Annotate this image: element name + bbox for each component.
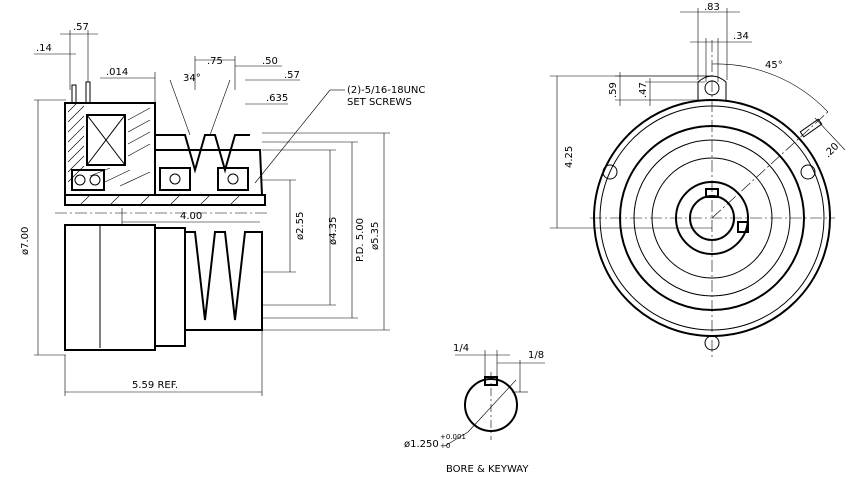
dim-dia700: ø7.00 bbox=[20, 227, 31, 255]
dim-tol-zero: +0 bbox=[440, 442, 450, 450]
terminal-lead-front bbox=[799, 118, 823, 138]
bearing-left bbox=[71, 169, 105, 191]
pulley-lower bbox=[185, 231, 263, 331]
coil-cross-b bbox=[86, 114, 126, 166]
dim-pd500: P.D. 5.00 bbox=[355, 218, 366, 262]
bearing-ball bbox=[227, 173, 239, 185]
dim-034: .34 bbox=[733, 31, 749, 42]
dim-059: .59 bbox=[608, 82, 619, 98]
dim-45deg: 45° bbox=[765, 60, 783, 71]
dim-083: .83 bbox=[704, 2, 720, 13]
dim-34deg: 34° bbox=[183, 73, 201, 84]
dim-dia255: ø2.55 bbox=[295, 212, 306, 240]
dim-400: 4.00 bbox=[180, 211, 202, 222]
setscrew-hole bbox=[737, 221, 749, 233]
clutch-housing bbox=[64, 102, 156, 196]
hub-band bbox=[64, 194, 266, 206]
coil-pocket bbox=[86, 114, 126, 166]
housing-lower bbox=[64, 224, 156, 351]
dim-057: .57 bbox=[73, 22, 89, 33]
housing-hatch bbox=[67, 101, 151, 187]
dim-425: 4.25 bbox=[564, 146, 575, 168]
dim-dia535: ø5.35 bbox=[370, 222, 381, 250]
bore-keyway-caption: BORE & KEYWAY bbox=[446, 464, 529, 475]
dim-0014: .014 bbox=[106, 67, 128, 78]
dim-0635: .635 bbox=[266, 93, 288, 104]
terminal-lead bbox=[85, 81, 91, 104]
dim-050: .50 bbox=[262, 56, 278, 67]
terminal-lead bbox=[71, 84, 77, 104]
bearing-right bbox=[217, 167, 249, 191]
dim-559-ref: 5.59 REF. bbox=[132, 380, 178, 391]
centerline-45 bbox=[711, 109, 831, 219]
dim-057b: .57 bbox=[284, 70, 300, 81]
bearing-mid bbox=[159, 167, 191, 191]
dim-014: .14 bbox=[36, 43, 52, 54]
front-view: .83 .34 45° .59 .47 4.25 .20 bbox=[550, 2, 846, 360]
pulley-grooves bbox=[155, 134, 250, 174]
bearing-ball bbox=[89, 174, 101, 186]
setscrew-note-line1: (2)-5/16-18UNC bbox=[347, 85, 425, 96]
dim-quarter: 1/4 bbox=[453, 343, 469, 354]
mount-hole-left bbox=[602, 164, 618, 180]
armature-lower bbox=[154, 227, 186, 347]
dim-020: .20 bbox=[822, 141, 841, 160]
angle-arc bbox=[711, 63, 829, 113]
dim-075: .75 bbox=[207, 56, 223, 67]
setscrew-note-line2: SET SCREWS bbox=[347, 97, 412, 108]
dim-eighth: 1/8 bbox=[528, 350, 544, 361]
pulley-web bbox=[155, 149, 263, 196]
bore-keyway-detail: 1/4 1/8 ø1.250 +0.001 +0 BORE & KEYWAY bbox=[404, 343, 545, 475]
side-section-view: .57 .14 .014 34° .75 .50 .57 .63 bbox=[20, 22, 425, 396]
dim-tol-plus: +0.001 bbox=[440, 433, 466, 441]
side-dimensions: .57 .14 .014 34° .75 .50 .57 .63 bbox=[20, 22, 425, 396]
bearing-ball bbox=[169, 173, 181, 185]
dim-bore: ø1.250 bbox=[404, 439, 439, 450]
mount-hole-right bbox=[800, 164, 816, 180]
dim-047: .47 bbox=[638, 82, 649, 98]
bearing-ball bbox=[74, 174, 86, 186]
dim-dia435: ø4.35 bbox=[328, 217, 339, 245]
